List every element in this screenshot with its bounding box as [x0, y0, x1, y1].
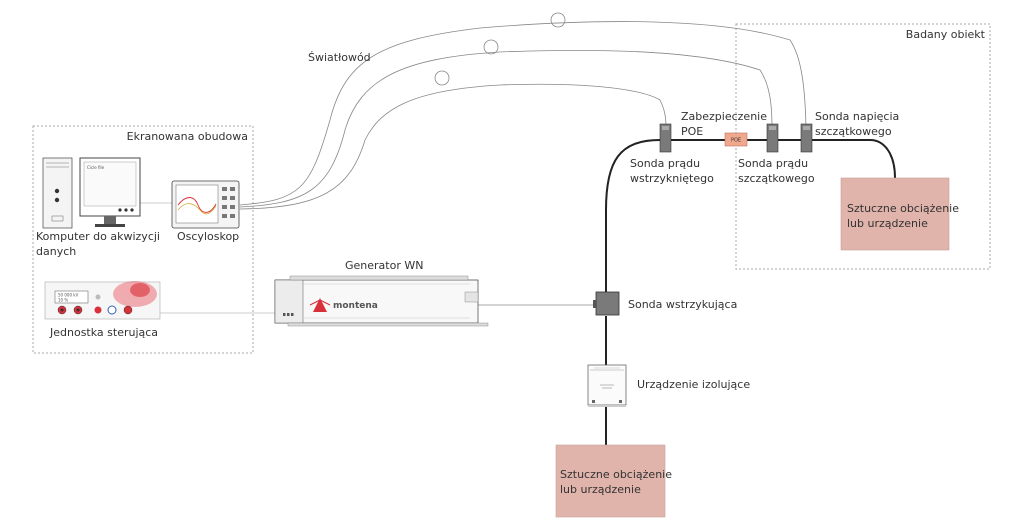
injected-probe-label-line1: Sonda prądu	[630, 157, 700, 170]
artificial-load-top	[840, 177, 950, 251]
control-unit-display-line2: 10 %	[58, 298, 68, 303]
oscilloscope-label: Oscyloskop	[177, 230, 239, 243]
isolation-device-label: Urządzenie izolujące	[637, 378, 750, 391]
computer-label-line1: Komputer do akwizycji	[36, 230, 160, 243]
residual-voltage-probe	[800, 123, 813, 153]
fiber-optic-cables	[239, 12, 807, 210]
generator-logo: montena	[333, 301, 378, 311]
injected-current-probe	[659, 123, 672, 153]
artificial-load-bottom	[555, 444, 666, 518]
load-top-label-line2: lub urządzenie	[847, 217, 928, 230]
injected-probe-label-line2: wstrzykniętego	[630, 172, 714, 185]
control-unit-display-line1: 50 000 kV	[58, 293, 79, 298]
load-bottom-label-line1: Sztuczne obciążenie	[560, 468, 672, 481]
shielded-enclosure-label: Ekranowana obudowa	[127, 130, 248, 143]
main-cable	[605, 139, 896, 295]
injection-probe-label: Sonda wstrzykująca	[628, 298, 737, 311]
hv-generator-label: Generator WN	[345, 259, 423, 272]
residual-probe-label-line2: szczątkowego	[738, 172, 815, 185]
tested-object-boundary	[735, 23, 991, 270]
control-unit-icon: 50 000 kV 10 %	[44, 281, 161, 320]
residual-current-probe	[766, 123, 779, 153]
oscilloscope-icon	[171, 180, 240, 229]
isolation-device-icon	[587, 364, 627, 407]
computer-label-line2: danych	[36, 245, 76, 258]
tested-object-label: Badany obiekt	[906, 28, 986, 41]
fiber-label: Światłowód	[308, 51, 371, 64]
voltage-probe-label-line2: szczątkowego	[815, 125, 892, 138]
current-probe-icon	[593, 291, 620, 316]
control-unit-label: Jednostka sterująca	[49, 326, 158, 339]
desktop-computer-icon: Cicle file	[42, 157, 141, 229]
residual-probe-label-line1: Sonda prądu	[738, 157, 808, 170]
hv-generator-icon: montena	[274, 275, 489, 327]
svg-text:Cicle file: Cicle file	[87, 165, 105, 170]
voltage-probe-label-line1: Sonda napięcia	[815, 110, 899, 123]
load-top-label-line1: Sztuczne obciążenie	[847, 202, 959, 215]
poe-protection-label-line1: Zabezpieczenie	[681, 110, 767, 123]
poe-chip-label: POE	[731, 138, 741, 144]
poe-protection-chip: POE	[724, 132, 748, 147]
shielded-enclosure-boundary	[32, 125, 254, 354]
load-bottom-label-line2: lub urządzenie	[560, 483, 641, 496]
poe-protection-label-line2: POE	[681, 125, 703, 138]
